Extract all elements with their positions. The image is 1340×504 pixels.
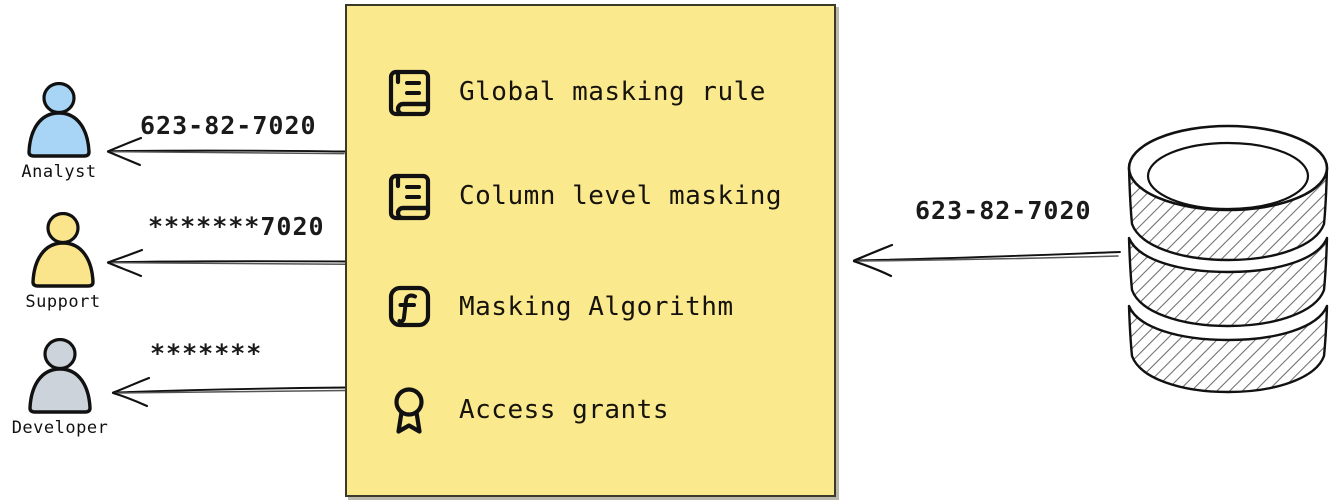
award-medal-icon — [394, 387, 424, 434]
arrow-left-icon-developer — [111, 376, 349, 408]
policy-item-label: Access grants — [459, 395, 669, 425]
scroll-document-icon — [388, 69, 431, 117]
policy-panel: Global masking rule Column level masking… — [345, 4, 836, 497]
user-avatar-icon — [31, 212, 95, 288]
arrow-left-icon-support — [106, 248, 347, 278]
function-f-icon — [388, 285, 431, 328]
arrow-label-source: 623-82-7020 — [915, 196, 1092, 225]
policy-item-label: Masking Algorithm — [459, 292, 734, 322]
actor-label: Developer — [11, 418, 109, 438]
arrow-label-analyst: 623-82-7020 — [140, 111, 317, 140]
policy-item-global-masking-rule[interactable]: Global masking rule — [385, 66, 766, 118]
arrow-label-developer: ******* — [150, 339, 263, 368]
actor-support: Support — [8, 212, 118, 312]
policy-item-access-grants[interactable]: Access grants — [385, 384, 669, 436]
actor-label: Support — [25, 292, 101, 312]
scroll-document-icon — [388, 173, 431, 221]
arrow-left-icon-source — [852, 243, 1121, 278]
policy-item-label: Global masking rule — [459, 77, 766, 107]
actor-label: Analyst — [21, 162, 97, 182]
policy-item-masking-algorithm[interactable]: Masking Algorithm — [385, 281, 734, 333]
arrow-label-support: *******7020 — [148, 212, 325, 241]
user-avatar-icon — [27, 82, 91, 158]
user-avatar-icon — [28, 338, 92, 414]
arrow-left-icon-analyst — [106, 136, 347, 167]
actor-developer: Developer — [5, 338, 115, 438]
database-cylinder-icon — [1127, 124, 1329, 394]
policy-item-column-level-masking[interactable]: Column level masking — [385, 170, 782, 222]
policy-item-label: Column level masking — [459, 181, 783, 211]
actor-analyst: Analyst — [4, 82, 114, 182]
